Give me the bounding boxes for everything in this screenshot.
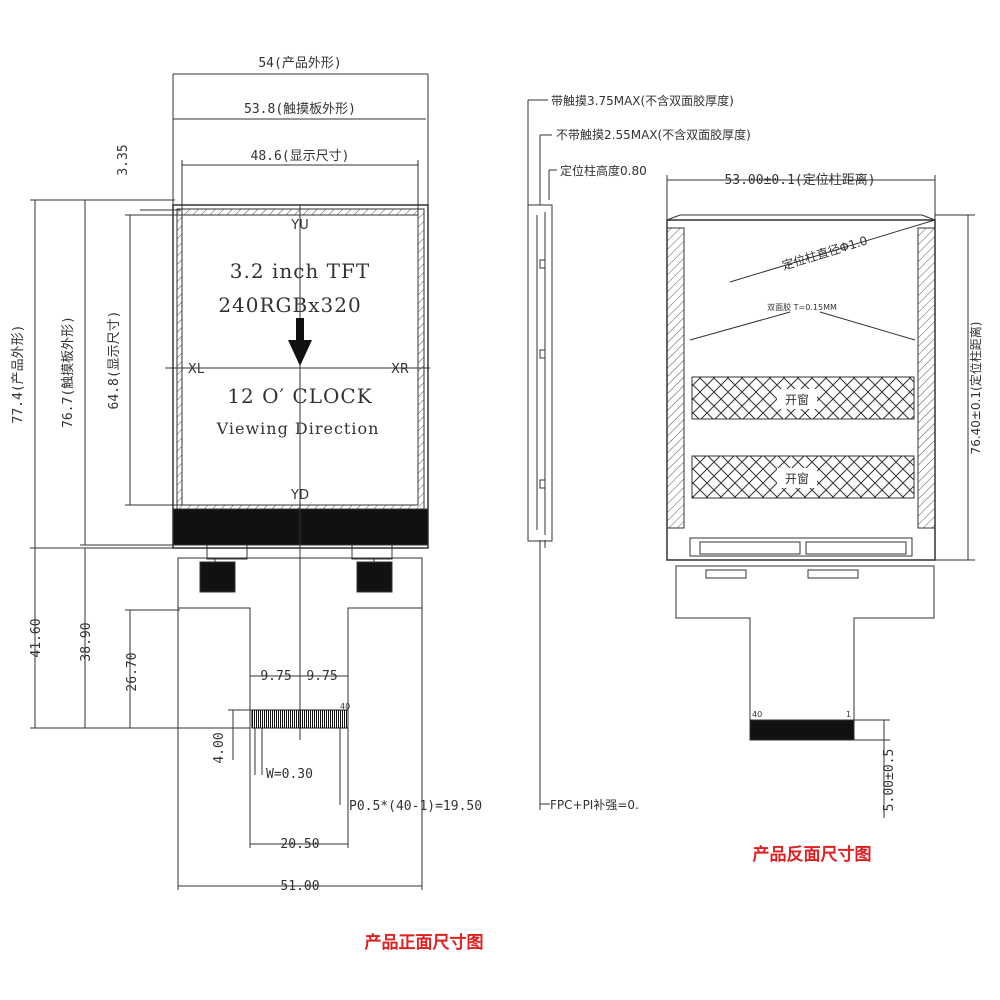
dim-touch-height: 76.7(触摸板外形): [61, 316, 76, 428]
dim-pitch-left: 9.75: [260, 669, 291, 684]
dim-view-width: 48.6(显示尺寸): [251, 149, 350, 164]
window-2: 开窗: [785, 472, 809, 486]
label-fpc: FPC+PI补强=0.: [550, 798, 639, 812]
front-caption: 产品正面尺寸图: [365, 932, 484, 953]
dim-tape: 双面胶 T=0.15MM: [767, 302, 837, 312]
back-view: [666, 175, 975, 818]
label-xr: XR: [391, 362, 409, 377]
screen-line-1: 3.2 inch TFT: [230, 259, 370, 283]
dim-fpc-total: 41.60: [29, 618, 44, 657]
dim-post-distance: 53.00±0.1(定位柱距离): [724, 172, 875, 188]
dim-touch-width: 53.8(触摸板外形): [244, 102, 356, 117]
side-labels: 带触摸3.75MAX(不含双面胶厚度) 不带触摸2.55MAX(不含双面胶厚度)…: [550, 93, 751, 812]
dim-offset: 3.35: [116, 144, 131, 175]
dim-finger-w: W=0.30: [266, 767, 313, 782]
screen-line-3: 12 O′ CLOCK: [227, 384, 372, 408]
label-xl: XL: [188, 362, 205, 377]
window-1: 开窗: [785, 393, 809, 407]
front-view: [30, 73, 430, 890]
dim-view-height: 64.8(显示尺寸): [107, 311, 122, 410]
dim-fpc-width: 51.00: [280, 879, 319, 894]
back-pin-40: 40: [752, 710, 762, 719]
dim-pitch: P0.5*(40-1)=19.50: [349, 799, 482, 814]
side-view: [527, 99, 557, 810]
dim-post-vertical: 76.40±0.1(定位柱距离): [968, 322, 983, 455]
dim-finger: 5.00±0.5: [882, 749, 897, 812]
back-labels: 53.00±0.1(定位柱距离) 定位柱直径Φ1.0 双面胶 T=0.15MM …: [724, 172, 983, 865]
dim-conn-width: 20.50: [280, 837, 319, 852]
label-no-touch: 不带触摸2.55MAX(不含双面胶厚度): [556, 127, 751, 142]
dim-post-diameter: 定位柱直径Φ1.0: [780, 233, 869, 273]
screen-line-2: 240RGBx320: [218, 293, 361, 317]
dim-overall-width: 54(产品外形): [258, 56, 341, 71]
dim-fpc-low: 26.70: [125, 652, 140, 691]
label-post-height: 定位柱高度0.80: [560, 163, 647, 178]
front-labels: 54(产品外形) 53.8(触摸板外形) 48.6(显示尺寸) 3.35 77.…: [11, 56, 484, 953]
back-caption: 产品反面尺寸图: [753, 844, 872, 865]
front-pin-40: 40: [340, 702, 350, 711]
label-yd: YD: [290, 488, 309, 503]
back-pin-1: 1: [846, 710, 851, 719]
screen-line-4: Viewing Direction: [216, 419, 380, 438]
label-touch: 带触摸3.75MAX(不含双面胶厚度): [551, 93, 734, 108]
dim-pitch-right: 9.75: [306, 669, 337, 684]
dim-fpc-mid: 38.90: [79, 622, 94, 661]
label-yu: YU: [290, 218, 308, 233]
down-arrow-icon: [288, 318, 312, 366]
dim-finger-len: 4.00: [212, 732, 227, 763]
dim-overall-height: 77.4(产品外形): [11, 325, 26, 424]
